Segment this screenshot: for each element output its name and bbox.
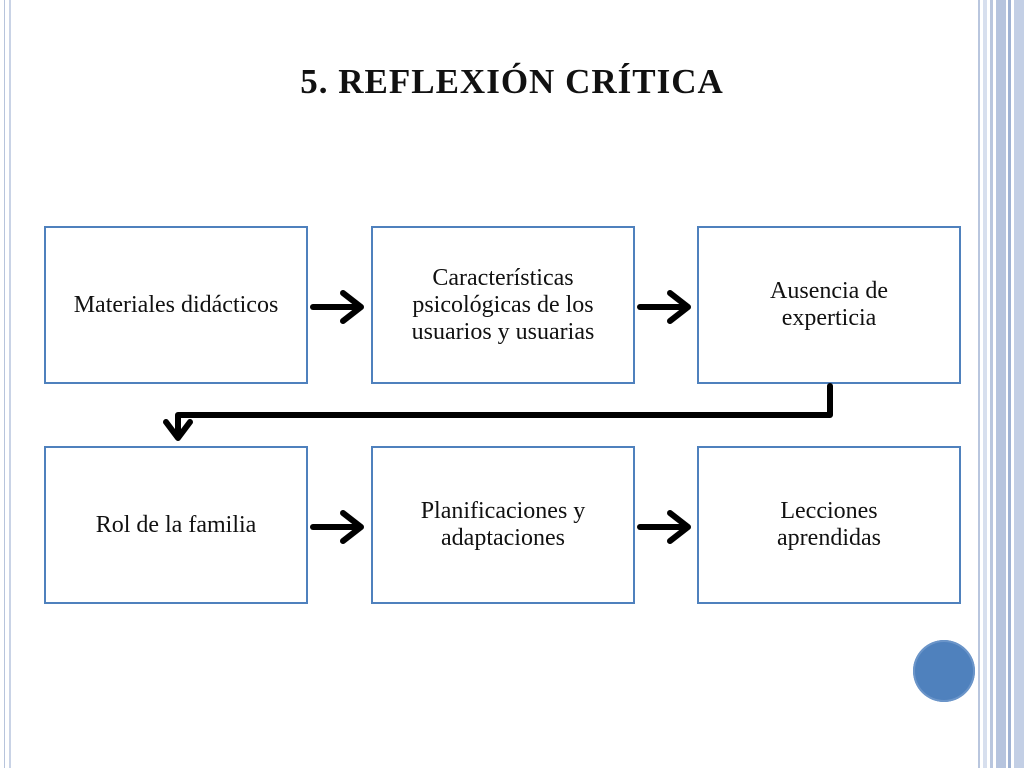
flow-box-planificaciones: Planificaciones y adaptaciones (371, 446, 635, 604)
right-stripe (983, 0, 987, 768)
flow-box-lecciones: Lecciones aprendidas (697, 446, 961, 604)
right-stripe (996, 0, 1006, 768)
arrow-right-icon (637, 290, 691, 324)
elbow-arrow-down-icon (163, 383, 833, 441)
right-stripe (1008, 0, 1011, 768)
right-stripe (978, 0, 980, 768)
right-stripe (1014, 0, 1024, 768)
flow-box-materiales: Materiales didácticos (44, 226, 308, 384)
flow-box-label: Lecciones aprendidas (777, 498, 881, 551)
flow-box-label: Características psicológicas de los usua… (411, 264, 595, 345)
left-border-line (9, 0, 11, 768)
flow-box-label: Materiales didácticos (73, 291, 279, 318)
flow-box-label: Ausencia de experticia (770, 278, 888, 331)
flow-box-caracteristicas: Características psicológicas de los usua… (371, 226, 635, 384)
right-stripe (990, 0, 993, 768)
arrow-right-icon (637, 510, 691, 544)
left-border-line (4, 0, 5, 768)
flow-box-label: Planificaciones y adaptaciones (420, 498, 586, 551)
flow-box-ausencia: Ausencia de experticia (697, 226, 961, 384)
slide-title: 5. REFLEXIÓN CRÍTICA (300, 62, 724, 101)
arrow-right-icon (310, 290, 364, 324)
arrow-right-icon (310, 510, 364, 544)
flow-box-rol-familia: Rol de la familia (44, 446, 308, 604)
flow-box-label: Rol de la familia (95, 511, 257, 538)
accent-circle (913, 640, 975, 702)
